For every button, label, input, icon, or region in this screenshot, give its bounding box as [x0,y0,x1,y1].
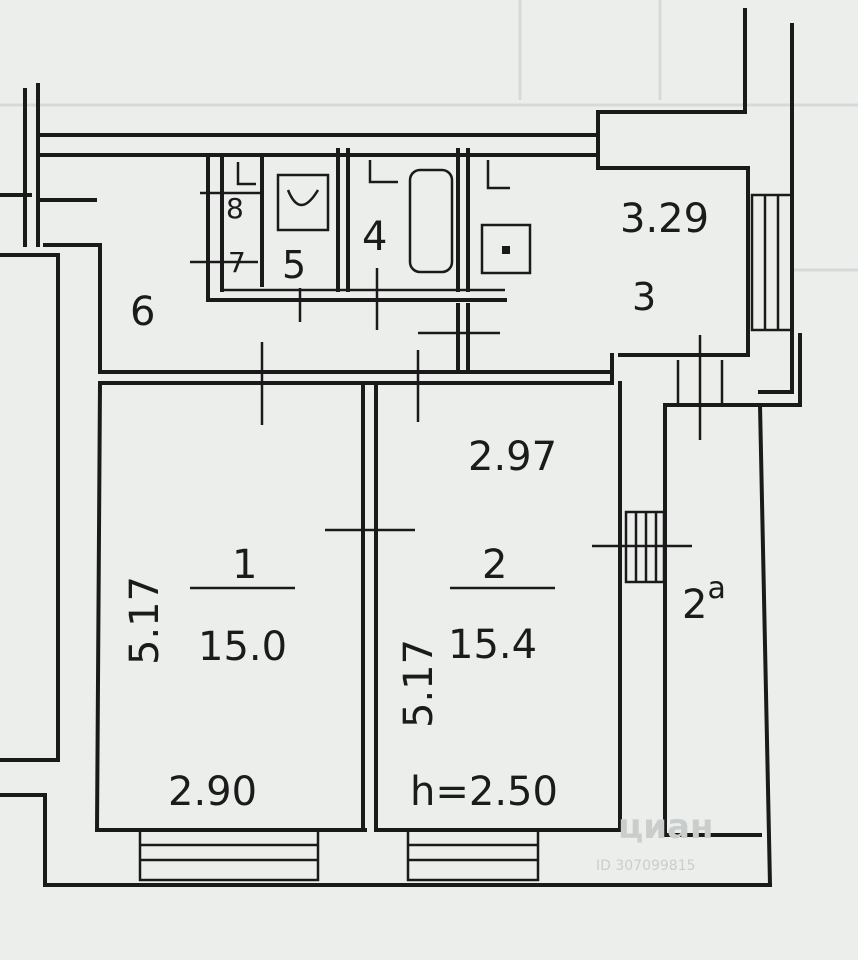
room1-length-label: 5.17 [122,576,168,665]
room2-width-label: 2.97 [468,434,557,480]
main-rooms [94,335,724,832]
window-room2 [406,828,540,882]
room3-width-label: 3.29 [620,196,709,242]
room6-number-label: 6 [130,289,155,335]
room2-height-label: h=2.50 [410,769,558,815]
room2-length-label: 5.17 [396,639,442,728]
window-room3 [750,193,794,332]
room1-width-label: 2.90 [168,769,257,815]
toilet-icon [276,173,330,232]
room1-area-label: 15.0 [198,624,287,670]
window-room1 [138,828,320,882]
watermark-brand: циан [618,807,713,847]
bathroom-block [190,148,532,374]
room2a-superscript: a [707,571,725,606]
room2-number-label: 2 [482,542,507,588]
background-ghost-lines [0,0,858,272]
watermark: циан ID 307099815 [596,807,713,874]
room3-number-label: 3 [632,275,656,319]
room-labels: 3.29 3 6 8 7 5 4 2.97 1 15.0 2 15.4 5.17… [122,192,726,815]
room1-number-label: 1 [232,542,257,588]
room2a-number-label: 2a [682,571,726,628]
windows [138,193,794,882]
outer-walls [23,8,802,888]
watermark-id: ID 307099815 [596,858,696,874]
left-neighbour-walls [0,243,102,797]
room4-number-label: 4 [362,214,387,260]
sink-icon [480,223,532,275]
room5-number-label: 5 [282,243,306,287]
room8-number-label: 8 [226,192,244,225]
room-top-walls [98,342,614,425]
corridor-walls [0,133,600,202]
room7-number-label: 7 [228,246,246,279]
bathtub-icon [408,168,454,274]
room2-area-label: 15.4 [448,622,537,668]
